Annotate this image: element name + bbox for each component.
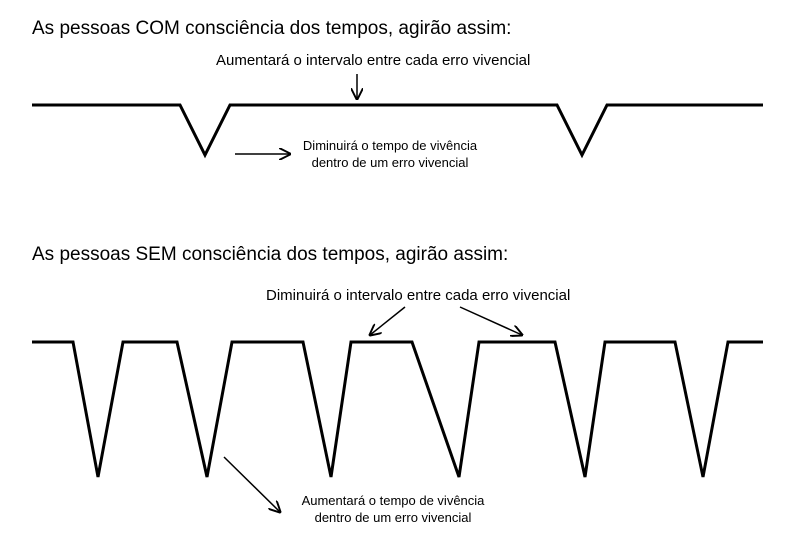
duration-note-without-line2: dentro de um erro vivencial — [314, 510, 472, 525]
duration-note-without-line1: Aumentará o tempo de vivência — [301, 493, 485, 508]
interval-note-without: Diminuirá o intervalo entre cada erro vi… — [266, 287, 571, 304]
timeline-with-awareness — [32, 103, 763, 159]
interval-arrow-left-without — [370, 306, 406, 335]
duration-note-without: Aumentará o tempo de vivência dentro de … — [278, 492, 508, 526]
duration-arrow-without — [223, 456, 280, 512]
duration-note-with-line1: Diminuirá o tempo de vivência — [302, 138, 478, 153]
duration-note-with: Diminuirá o tempo de vivência dentro de … — [285, 137, 495, 171]
duration-note-with-line2: dentro de um erro vivencial — [311, 155, 469, 170]
interval-note-with: Aumentará o intervalo entre cada erro vi… — [216, 52, 531, 69]
interval-arrow-right-without — [459, 306, 522, 335]
heading-without-awareness: As pessoas SEM consciência dos tempos, a… — [32, 244, 509, 265]
heading-with-awareness: As pessoas COM consciência dos tempos, a… — [32, 18, 512, 39]
timeline-without-awareness — [32, 340, 763, 478]
